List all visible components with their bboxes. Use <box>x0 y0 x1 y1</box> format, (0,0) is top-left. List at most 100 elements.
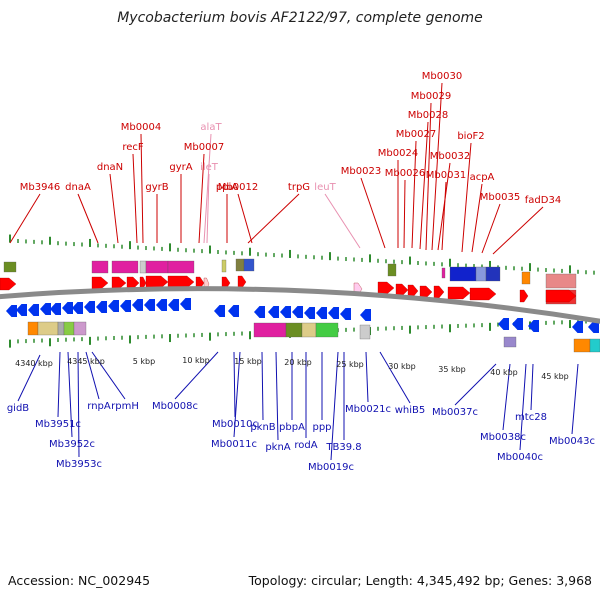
feature-box <box>253 322 287 338</box>
forward-gene-label: Mb0029 <box>411 91 451 102</box>
gene-leader-line <box>206 173 210 244</box>
forward-gene-label: Mb0027 <box>396 129 436 140</box>
scale-label: 4345 kbp <box>67 357 105 366</box>
tick-layer <box>9 234 595 348</box>
gene-leader-line <box>203 133 212 244</box>
forward-gene-arrow <box>545 289 577 303</box>
forward-gene-arrow <box>91 276 109 290</box>
reverse-gene-arrow <box>62 302 73 314</box>
gene-leader-line <box>109 173 119 244</box>
forward-gene-arrow <box>447 286 471 300</box>
reverse-gene-label: Mb0021c <box>345 404 391 415</box>
forward-gene-label: gyrB <box>145 182 168 193</box>
feature-box <box>485 266 501 282</box>
reverse-gene-label: rnpA <box>87 401 111 412</box>
reverse-gene-label: Mb0037c <box>432 407 478 418</box>
gene-leader-line <box>261 351 264 421</box>
reverse-gene-label: ppp <box>312 422 331 433</box>
forward-gene-label: Mb0004 <box>121 122 161 133</box>
gene-leader-line <box>530 363 534 411</box>
forward-gene-label: Mb0007 <box>184 142 224 153</box>
forward-gene-arrow <box>433 285 445 299</box>
genome-stats-text: Topology: circular; Length: 4,345,492 bp… <box>248 573 592 588</box>
forward-gene-label: dnaA <box>65 182 91 193</box>
gene-leader-line <box>519 363 527 451</box>
feature-box <box>503 336 517 348</box>
gene-leader-line <box>324 193 361 249</box>
reverse-gene-arrow <box>340 308 351 320</box>
feature-box <box>57 321 65 336</box>
scale-label: 30 kbp <box>388 362 416 371</box>
reverse-gene-label: Mb0038c <box>480 432 526 443</box>
reverse-gene-arrow <box>214 305 225 317</box>
gene-leader-line <box>247 193 300 244</box>
scale-label: 20 kbp <box>284 358 312 367</box>
feature-box <box>475 266 487 282</box>
reverse-gene-arrow <box>6 305 17 317</box>
reverse-gene-arrow <box>72 302 83 314</box>
gene-leader-line <box>9 193 41 244</box>
gene-leader-line <box>425 102 432 251</box>
reverse-gene-arrow <box>16 304 27 316</box>
feature-box <box>521 271 531 285</box>
feature-box <box>545 273 577 289</box>
reverse-gene-label: mtc28 <box>515 412 547 423</box>
reverse-gene-arrow <box>316 307 327 319</box>
reverse-gene-label: Mb0040c <box>497 452 543 463</box>
forward-gene-label: fadD34 <box>525 195 561 206</box>
gene-leader-line <box>365 351 369 403</box>
feature-box <box>221 259 227 273</box>
feature-box <box>285 322 303 338</box>
reverse-gene-label: gidB <box>7 403 29 414</box>
gene-leader-line <box>571 363 579 435</box>
reverse-gene-arrow <box>512 318 523 330</box>
scale-label: 25 kbp <box>336 360 364 369</box>
scale-label: 45 kbp <box>541 372 569 381</box>
reverse-gene-arrow <box>28 304 39 316</box>
reverse-gene-arrow <box>588 321 599 333</box>
forward-gene-label: Mb0031 <box>426 170 466 181</box>
gene-leader-line <box>481 203 501 254</box>
forward-gene-label: ileT <box>200 162 219 173</box>
feature-box <box>449 266 477 282</box>
reverse-gene-label: Mb0008c <box>152 401 198 412</box>
reverse-gene-arrow <box>132 299 143 311</box>
forward-gene-label: dnaN <box>97 162 123 173</box>
gene-leader-line <box>233 351 236 418</box>
forward-gene-label: Mb0028 <box>408 110 448 121</box>
genome-backbone <box>0 286 600 324</box>
forward-gene-label: bioF2 <box>457 131 484 142</box>
reverse-gene-arrow <box>280 306 291 318</box>
forward-gene-arrow <box>395 283 409 297</box>
feature-box <box>243 258 255 272</box>
forward-gene-arrow <box>419 285 433 299</box>
feature-box <box>359 324 371 340</box>
forward-gene-label: Mb0023 <box>341 166 381 177</box>
feature-box <box>73 321 87 336</box>
forward-gene-label: Mb0032 <box>430 151 470 162</box>
feature-box <box>589 338 600 353</box>
reverse-gene-arrow <box>156 299 167 311</box>
gene-leader-line <box>411 140 417 249</box>
scale-label: 10 kbp <box>182 356 210 365</box>
forward-gene-arrow <box>111 276 127 290</box>
feature-box <box>139 260 147 274</box>
reverse-gene-label: Mb3952c <box>49 439 95 450</box>
forward-gene-arrow <box>126 276 140 290</box>
feature-box <box>27 321 39 336</box>
feature-box <box>441 267 446 279</box>
forward-gene-label: leuT <box>314 182 336 193</box>
reverse-gene-arrow <box>144 299 155 311</box>
gene-leader-line <box>237 193 253 244</box>
forward-gene-label: Mb3946 <box>20 182 60 193</box>
gene-leader-line <box>454 363 497 406</box>
forward-gene-arrow <box>237 275 247 289</box>
forward-gene-arrow <box>519 289 529 303</box>
reverse-gene-arrow <box>50 303 61 315</box>
reverse-gene-label: rpmH <box>111 401 139 412</box>
forward-gene-label: gyrA <box>169 162 192 173</box>
reverse-gene-arrow <box>168 299 179 311</box>
reverse-gene-label: Mb3951c <box>35 419 81 430</box>
